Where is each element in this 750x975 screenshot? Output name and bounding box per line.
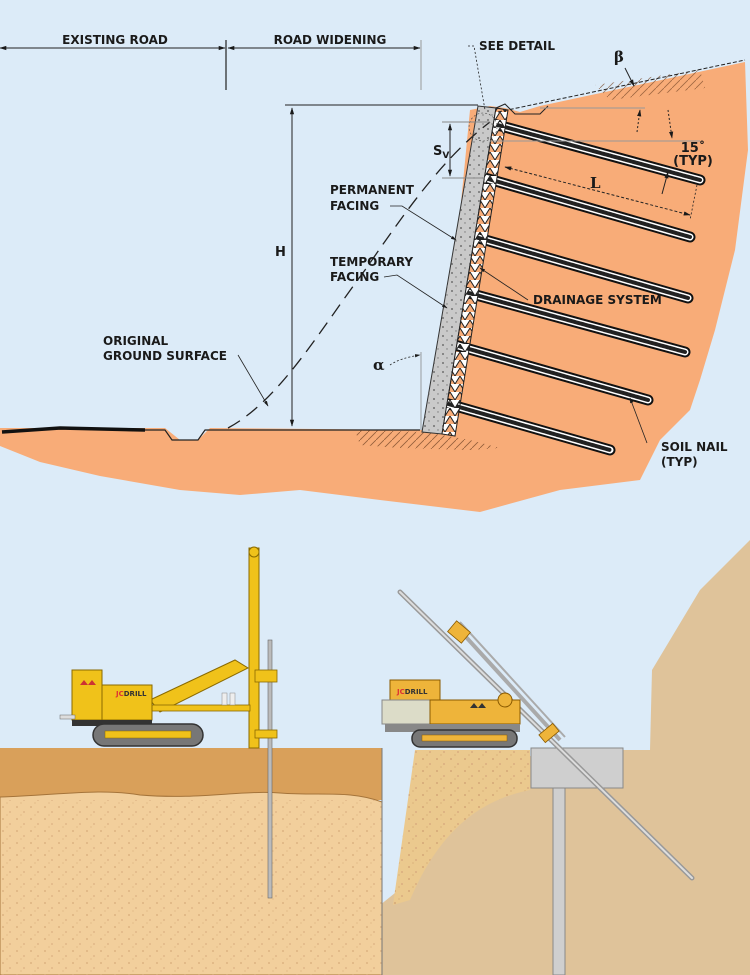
concrete-stem xyxy=(552,787,566,975)
brand-label-left: JCDRILL xyxy=(115,690,147,698)
see-detail-label: SEE DETAIL xyxy=(479,39,555,53)
permanent-facing-label-2: FACING xyxy=(330,199,379,213)
cross-section: EXISTING ROAD ROAD WIDENING SEE DETAIL β… xyxy=(0,33,748,512)
existing-road-label: EXISTING ROAD xyxy=(62,33,168,47)
original-ground-label-2: GROUND SURFACE xyxy=(103,349,227,363)
angle-typ-label: (TYP) xyxy=(673,154,713,169)
toe-hatch xyxy=(355,430,500,450)
sv-symbol: SV xyxy=(433,144,449,161)
angle-label: 15˚ xyxy=(681,140,706,156)
drill-rig-left: JCDRILL xyxy=(59,546,278,749)
soil-nail-label-2: (TYP) xyxy=(661,455,698,469)
soil-nail xyxy=(469,231,694,304)
topsoil-layer xyxy=(0,748,382,800)
road-surface xyxy=(1,426,146,434)
brand-label-right: JCDRILL xyxy=(396,688,428,696)
beta-symbol: β xyxy=(614,48,624,66)
alpha-symbol: α xyxy=(373,356,385,374)
original-ground-label-1: ORIGINAL xyxy=(103,334,169,348)
drainage-system-label: DRAINAGE SYSTEM xyxy=(533,293,662,307)
soil-nail xyxy=(449,339,654,406)
temporary-facing-label-2: FACING xyxy=(330,270,379,284)
soil-nail xyxy=(439,397,616,456)
temporary-facing-label-1: TEMPORARY xyxy=(330,255,413,269)
road-dimensions: EXISTING ROAD ROAD WIDENING xyxy=(0,33,422,90)
soil-nail xyxy=(459,286,691,358)
height-symbol: H xyxy=(275,245,286,260)
equipment-illustration: JCDRILL JCDRILL xyxy=(0,540,750,975)
soil-nails xyxy=(439,117,706,456)
original-ground-line xyxy=(227,121,491,429)
drill-rig-right: JCDRILL xyxy=(381,589,695,881)
facing-wall xyxy=(421,105,509,437)
road-widening-label: ROAD WIDENING xyxy=(274,33,387,47)
vertical-drill-rod xyxy=(267,639,273,899)
length-symbol: L xyxy=(590,174,601,192)
crest-line xyxy=(497,59,746,113)
permanent-facing-label-1: PERMANENT xyxy=(330,183,415,197)
soil-nail-label-1: SOIL NAIL xyxy=(661,440,728,454)
